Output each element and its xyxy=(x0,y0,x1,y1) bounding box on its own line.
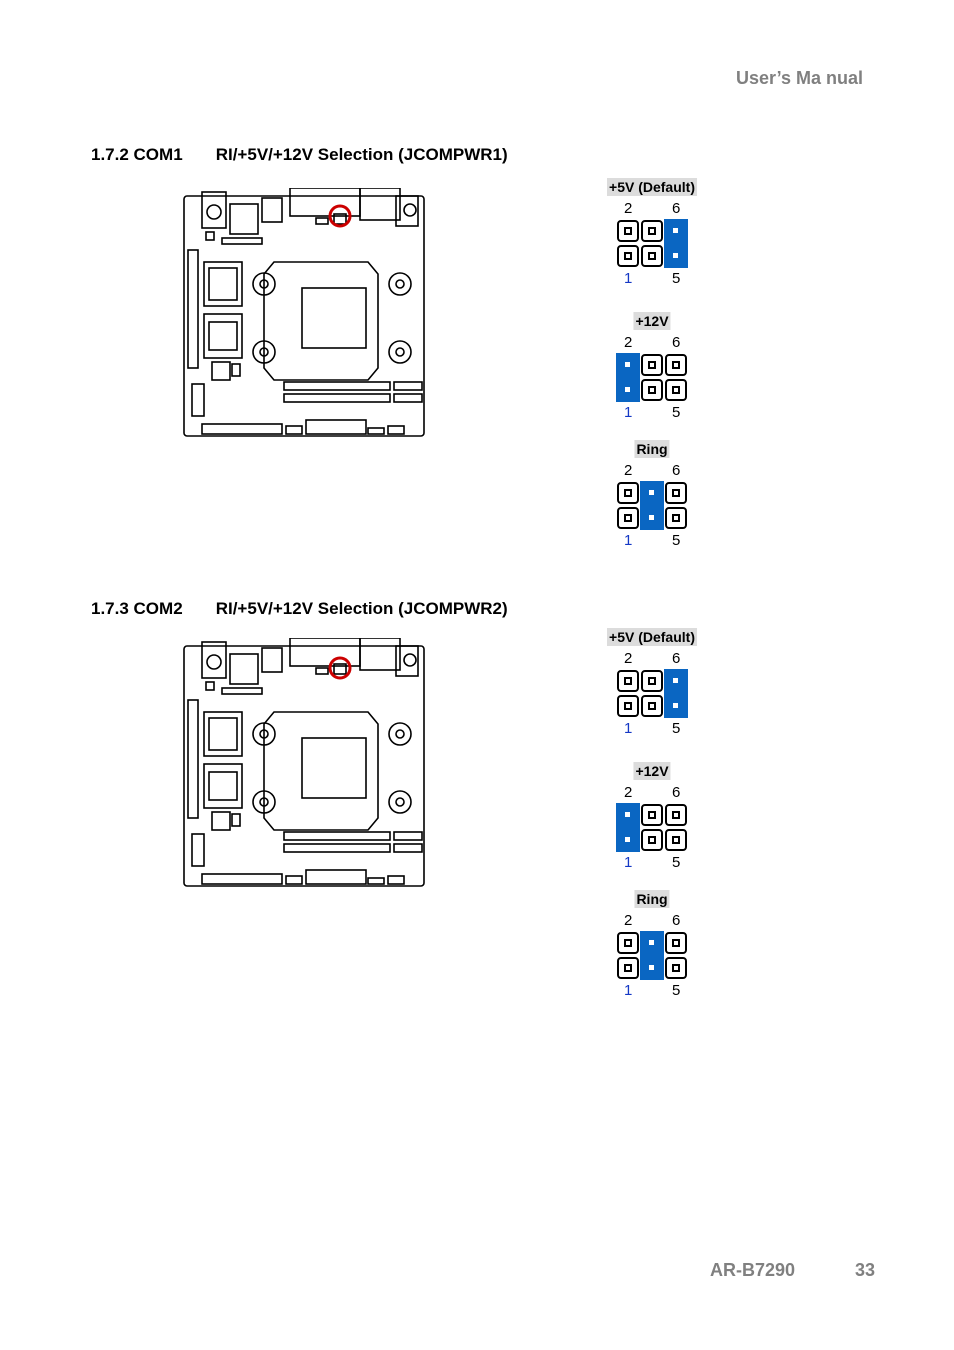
pin-number-top-right: 6 xyxy=(672,784,681,801)
motherboard-diagram-com2 xyxy=(183,638,425,887)
header-pin xyxy=(617,379,639,401)
header-pin xyxy=(617,695,639,717)
pin-number-top-left: 2 xyxy=(624,912,633,929)
header-pin xyxy=(617,482,639,504)
section-title-com2: 1.7.3 COM2 RI/+5V/+12V Selection (JCOMPW… xyxy=(91,599,508,618)
header-pin xyxy=(665,220,687,242)
header-pin xyxy=(617,245,639,267)
header-pin xyxy=(641,932,663,954)
jumper-cap xyxy=(664,669,688,718)
jumper-cap xyxy=(616,803,640,852)
header-pin xyxy=(641,804,663,826)
manual-header: User’s Ma nual xyxy=(735,68,863,88)
header-pin xyxy=(665,695,687,717)
header-pin xyxy=(665,829,687,851)
pin-number-bottom-right: 5 xyxy=(672,404,681,421)
header-pin xyxy=(617,354,639,376)
header-pin xyxy=(641,507,663,529)
header-pin xyxy=(641,957,663,979)
header-pin xyxy=(665,670,687,692)
header-pin xyxy=(617,932,639,954)
header-pin xyxy=(641,670,663,692)
jumper-setting-label: +12V xyxy=(633,762,671,780)
pin-number-bottom-left: 1 xyxy=(624,720,633,737)
jumper-cap xyxy=(640,481,664,530)
pin-number-top-left: 2 xyxy=(624,462,633,479)
header-pin xyxy=(641,245,663,267)
header-pin xyxy=(641,379,663,401)
header-pin xyxy=(617,804,639,826)
header-pin xyxy=(617,957,639,979)
jumper-cap xyxy=(616,353,640,402)
pin-number-bottom-left: 1 xyxy=(624,854,633,871)
header-pin xyxy=(665,957,687,979)
header-pin xyxy=(617,220,639,242)
pin-number-top-right: 6 xyxy=(672,650,681,667)
header-pin xyxy=(617,670,639,692)
pin-number-bottom-right: 5 xyxy=(672,720,681,737)
jumper-block-com2-5v: +5V (Default) 2 6 1 5 xyxy=(597,628,707,740)
jumper-block-com1-5v: +5V (Default) 2 6 1 5 xyxy=(597,178,707,290)
header-pin xyxy=(641,220,663,242)
section-title-com1: 1.7.2 COM1 RI/+5V/+12V Selection (JCOMPW… xyxy=(91,145,508,164)
pin-number-bottom-right: 5 xyxy=(672,270,681,287)
jumper-setting-label: +5V (Default) xyxy=(607,628,697,646)
motherboard-diagram-com1 xyxy=(183,188,425,437)
jumper-setting-label: +5V (Default) xyxy=(607,178,697,196)
pin-number-bottom-left: 1 xyxy=(624,270,633,287)
pin-number-top-right: 6 xyxy=(672,462,681,479)
header-pin xyxy=(665,932,687,954)
header-pin xyxy=(641,695,663,717)
header-pin xyxy=(665,379,687,401)
jumper-setting-label: Ring xyxy=(634,440,670,458)
header-pin xyxy=(641,482,663,504)
pin-number-bottom-right: 5 xyxy=(672,982,681,999)
jumper-cap xyxy=(664,219,688,268)
jumper-setting-label: Ring xyxy=(634,890,670,908)
header-pin xyxy=(617,829,639,851)
pin-number-top-right: 6 xyxy=(672,334,681,351)
pin-number-top-left: 2 xyxy=(624,334,633,351)
pin-number-bottom-left: 1 xyxy=(624,532,633,549)
pin-number-bottom-right: 5 xyxy=(672,532,681,549)
header-pin xyxy=(665,354,687,376)
header-pin xyxy=(665,804,687,826)
pin-number-bottom-left: 1 xyxy=(624,404,633,421)
header-pin xyxy=(617,507,639,529)
pin-number-top-left: 2 xyxy=(624,200,633,217)
jumper-setting-label: +12V xyxy=(633,312,671,330)
header-pin xyxy=(641,354,663,376)
footer-page-number: 33 xyxy=(855,1260,876,1280)
pin-number-bottom-right: 5 xyxy=(672,854,681,871)
header-pin xyxy=(665,245,687,267)
footer-model: AR-B7290 xyxy=(710,1260,796,1280)
jumper-cap xyxy=(640,931,664,980)
pin-number-top-left: 2 xyxy=(624,784,633,801)
header-pin xyxy=(665,482,687,504)
header-pin xyxy=(641,829,663,851)
jumper-location-marker xyxy=(328,656,352,680)
pin-number-top-right: 6 xyxy=(672,912,681,929)
pin-number-top-right: 6 xyxy=(672,200,681,217)
header-pin xyxy=(665,507,687,529)
pin-number-top-left: 2 xyxy=(624,650,633,667)
pin-number-bottom-left: 1 xyxy=(624,982,633,999)
jumper-location-marker xyxy=(328,204,352,228)
